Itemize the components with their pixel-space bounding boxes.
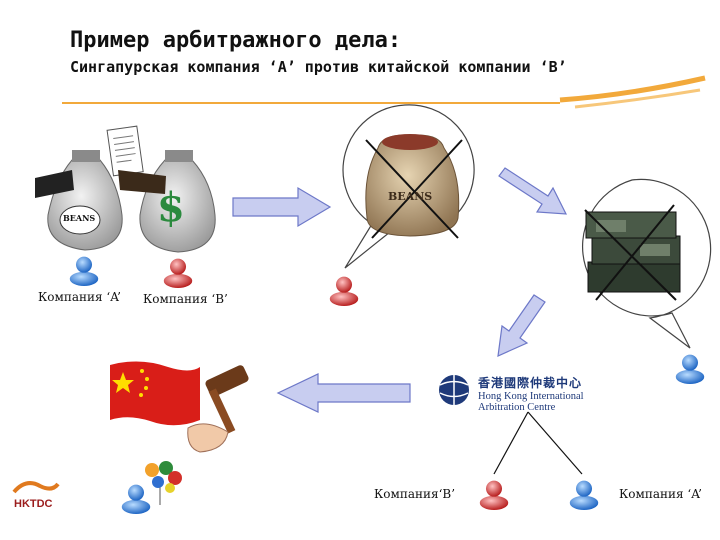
hktdc-logo: HKTDC <box>14 498 53 510</box>
hkiac-logo: 香港國際仲裁中心 Hong Kong International Arbitra… <box>478 374 608 413</box>
hkiac-emblem-icon <box>439 375 469 405</box>
page-subtitle: Сингапурская компания ‘A’ против китайск… <box>70 58 567 76</box>
person-company-b-icon <box>329 276 359 306</box>
person-company-b-icon <box>479 480 509 510</box>
arrow-down-right-icon <box>498 167 568 215</box>
label-company-b: Компания‘B’ <box>374 487 456 501</box>
header-decoration <box>62 75 706 109</box>
hkiac-name-en: Arbitration Centre <box>478 402 556 413</box>
unpaid-money-bubble <box>581 178 712 349</box>
beans-label: BEANS <box>63 213 96 223</box>
connector-line <box>493 411 529 475</box>
person-company-a-icon <box>121 484 151 514</box>
money-bag-icon <box>118 150 216 253</box>
hkiac-name-zh: 香港國際仲裁中心 <box>478 376 583 390</box>
arrow-left-icon <box>276 373 411 413</box>
arrow-right-icon <box>232 186 332 228</box>
beans-bag-icon <box>35 150 123 251</box>
dollar-sign-icon: $ <box>157 184 185 231</box>
page-title: Пример арбитражного дела: <box>70 28 402 53</box>
trade-scene <box>35 125 216 253</box>
balloons-icon <box>145 461 182 505</box>
label-company-a: Компания ‘A’ <box>619 487 702 501</box>
label-company-a: Компания ‘A’ <box>38 290 121 304</box>
person-company-b-icon <box>163 258 193 288</box>
cash-stack-icon <box>585 211 681 293</box>
arrow-down-left-icon <box>497 294 546 357</box>
label-company-b: Компания ‘B’ <box>143 292 228 306</box>
contract-document-icon <box>106 125 144 177</box>
person-company-a-icon <box>675 354 705 384</box>
person-company-a-icon <box>569 480 599 510</box>
china-flag-icon <box>110 361 200 426</box>
hkiac-name-en: Hong Kong International <box>478 391 584 402</box>
connector-line <box>527 411 583 475</box>
rejected-goods-bubble <box>342 104 475 269</box>
gavel-icon <box>187 365 249 453</box>
person-company-a-icon <box>69 256 99 286</box>
beans-label: BEANS <box>388 190 433 203</box>
hktdc-logo-icon <box>12 481 60 494</box>
